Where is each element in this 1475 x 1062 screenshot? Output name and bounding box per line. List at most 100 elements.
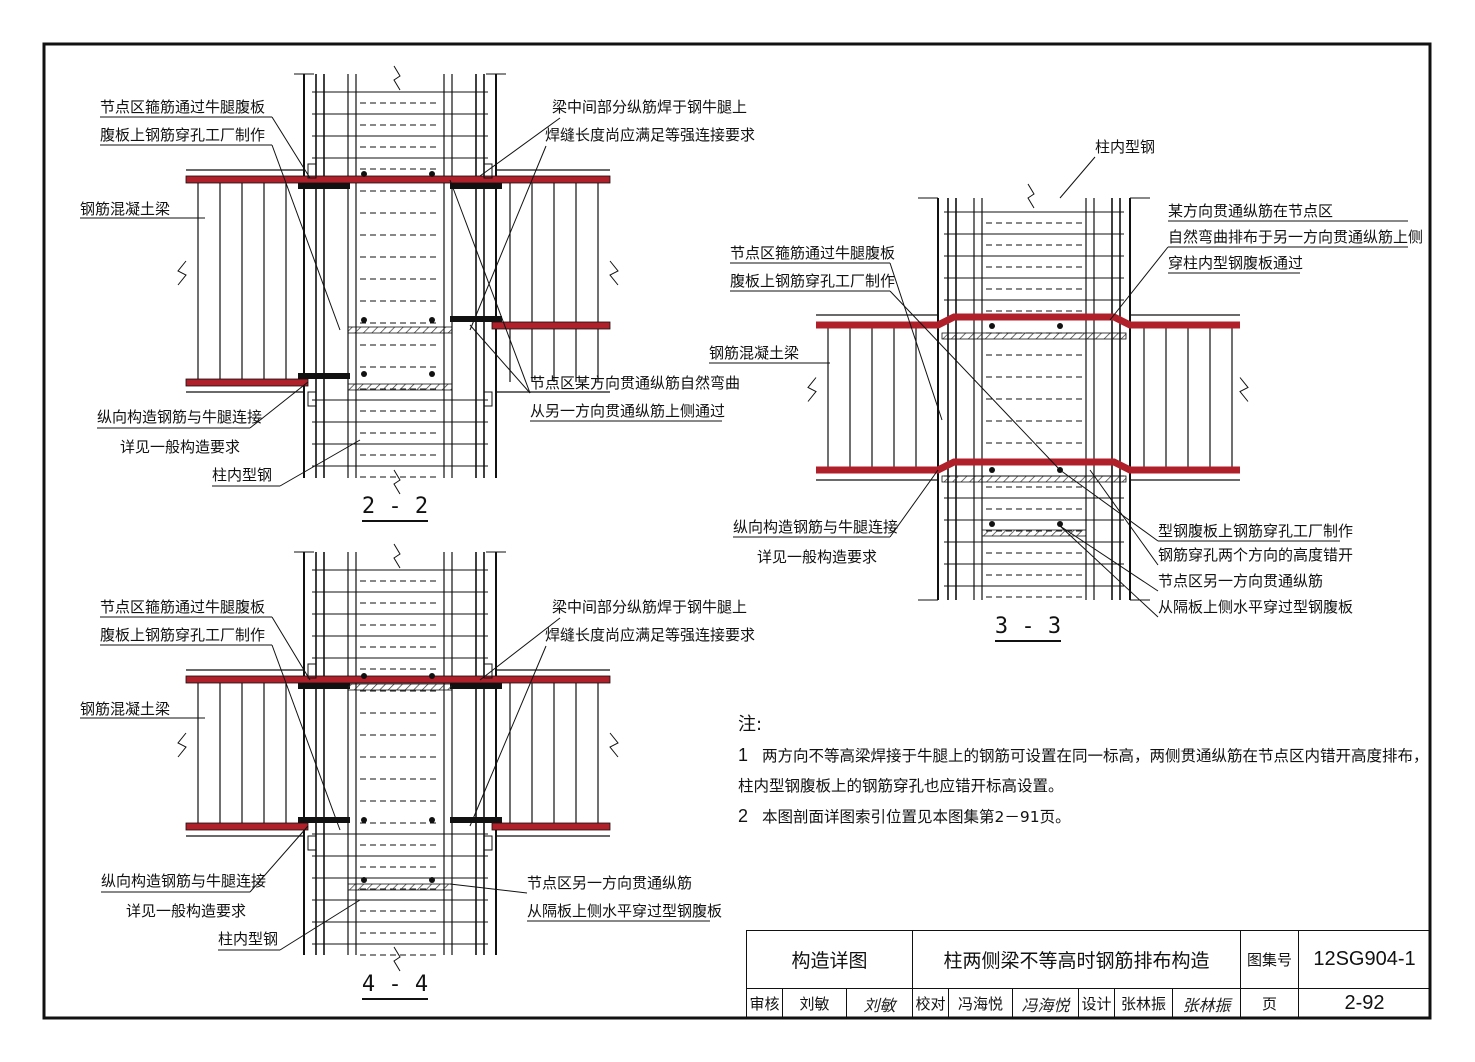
rebar-dot	[361, 171, 367, 177]
diaphragm-plate	[941, 332, 1127, 340]
stiffener	[483, 835, 493, 851]
break-line	[177, 260, 187, 286]
s33-web-label-3: 节点区另一方向贯通纵筋	[1158, 572, 1324, 590]
s33-thru-label-1: 某方向贯通纵筋在节点区	[1168, 202, 1334, 220]
beam-bottom-rebar-right	[491, 822, 611, 831]
s33-web-label-4: 从隔板上侧水平穿过型钢腹板	[1158, 598, 1354, 616]
s33-long-label-2: 详见一般构造要求	[757, 548, 878, 566]
leader-line	[479, 617, 561, 681]
section-3-3-drawing	[807, 183, 1249, 601]
rebar-dot	[989, 467, 995, 473]
diaphragm-plate	[347, 883, 453, 891]
rebar-dot	[989, 521, 995, 527]
leader-line	[889, 469, 939, 538]
tb-reviewer: 刘敏	[782, 988, 846, 1018]
section-2-2-title: 2 - 2	[361, 494, 429, 519]
s44-weld-label-1: 梁中间部分纵筋焊于钢牛腿上	[552, 598, 748, 616]
s44-stirrup-label-1: 节点区箍筋通过牛腿腹板	[100, 598, 266, 616]
section-2-2-drawing	[177, 65, 619, 495]
s22-stirrup-label-2: 腹板上钢筋穿孔工厂制作	[100, 126, 266, 144]
s44-stirrup-label-2: 腹板上钢筋穿孔工厂制作	[100, 626, 266, 644]
break-line	[1239, 377, 1249, 402]
tb-atlas-label: 图集号	[1240, 930, 1298, 988]
leader-line	[449, 883, 528, 894]
s33-rc-beam-label: 钢筋混凝土梁	[709, 344, 800, 362]
break-line	[393, 469, 401, 495]
rebar-dot	[429, 877, 435, 883]
s22-stirrup-label-1: 节点区箍筋通过牛腿腹板	[100, 98, 266, 116]
leader-line	[279, 899, 361, 951]
title-block: 构造详图 柱两侧梁不等高时钢筋排布构造 图集号 12SG904-1 审核 刘敏 …	[746, 930, 1430, 1018]
break-line	[807, 377, 817, 402]
s44-steel-label: 柱内型钢	[218, 930, 279, 948]
break-line	[609, 260, 619, 286]
rebar-dot	[1057, 521, 1063, 527]
steel-bracket	[298, 817, 350, 823]
s22-steel-label: 柱内型钢	[212, 466, 273, 484]
note-2-line-1: 本图剖面详图索引位置见本图集第2－91页。	[762, 808, 1071, 826]
leader-line	[1089, 469, 1159, 566]
rebar-dot	[1057, 323, 1063, 329]
leader-lines	[80, 116, 1408, 951]
rebar-dot	[429, 673, 435, 679]
note-item-1: 1 两方向不等高梁焊接于牛腿上的钢筋可设置在同一标高，两侧贯通纵筋在节点区内错开高…	[738, 740, 1429, 771]
note-1-line-1: 两方向不等高梁焊接于牛腿上的钢筋可设置在同一标高，两侧贯通纵筋在节点区内错开高度…	[762, 747, 1429, 765]
diaphragm-plate	[347, 326, 453, 334]
s33-thru-label-3: 穿柱内型钢腹板通过	[1168, 254, 1304, 272]
steel-bracket	[450, 183, 502, 189]
section-3-3-title: 3 - 3	[994, 614, 1062, 639]
leader-line	[889, 262, 943, 421]
steel-bracket	[450, 683, 502, 689]
beam-top-rebar	[816, 313, 1240, 329]
s44-other-label-1: 节点区另一方向贯通纵筋	[527, 874, 693, 892]
leader-line	[1109, 246, 1169, 321]
rebar-dot	[429, 817, 435, 823]
section-4-4-title: 4 - 4	[361, 972, 429, 997]
beam-top-rebar	[185, 175, 611, 184]
leader-line	[479, 117, 561, 177]
leader-line	[1059, 469, 1159, 542]
break-line	[393, 946, 401, 972]
leader-line	[249, 381, 309, 429]
diaphragm-plate	[941, 475, 1127, 483]
steel-bracket	[298, 683, 350, 689]
s33-stirrup-label-2: 腹板上钢筋穿孔工厂制作	[730, 272, 896, 290]
section-4-4-drawing	[177, 543, 619, 972]
rebar-dot	[429, 317, 435, 323]
leader-line	[449, 179, 531, 394]
stiffener	[483, 391, 493, 407]
break-line	[177, 732, 187, 758]
s22-weld-label-2: 焊缝长度尚应满足等强连接要求	[545, 126, 756, 144]
note-item-1-cont: 柱内型钢腹板上的钢筋穿孔也应错开标高设置。	[738, 771, 1429, 801]
s44-other-label-2: 从隔板上侧水平穿过型钢腹板	[527, 902, 723, 920]
rebar-dot	[989, 323, 995, 329]
tb-review-label: 审核	[746, 988, 782, 1018]
diaphragm-plate	[347, 683, 453, 691]
break-line	[393, 65, 401, 91]
section-3-3-underline	[995, 640, 1061, 642]
rebar-dot	[429, 171, 435, 177]
steel-bracket	[298, 183, 350, 189]
stiffener	[307, 391, 317, 407]
beam-bottom-rebar	[816, 458, 1240, 474]
tb-check-label: 校对	[912, 988, 948, 1018]
s33-web-label-1: 型钢腹板上钢筋穿孔工厂制作	[1158, 522, 1354, 540]
s33-long-label-1: 纵向构造钢筋与牛腿连接	[733, 518, 899, 536]
s33-thru-label-2: 自然弯曲排布于另一方向贯通纵筋上侧	[1168, 228, 1424, 246]
note-1-number: 1	[738, 745, 749, 765]
s22-long-label-1: 纵向构造钢筋与牛腿连接	[97, 408, 263, 426]
sheet-border	[42, 42, 1432, 1020]
leader-line	[889, 290, 1061, 471]
s33-stirrup-label-1: 节点区箍筋通过牛腿腹板	[730, 244, 896, 262]
leader-line	[469, 145, 547, 331]
leader-line	[271, 116, 311, 179]
tb-category: 构造详图	[746, 930, 912, 988]
s22-bend-label-1: 节点区某方向贯通纵筋自然弯曲	[530, 374, 741, 392]
rebar-dot	[361, 877, 367, 883]
rebar-dot	[361, 317, 367, 323]
tb-atlas-no: 12SG904-1	[1298, 930, 1430, 988]
rebar-dot	[361, 371, 367, 377]
